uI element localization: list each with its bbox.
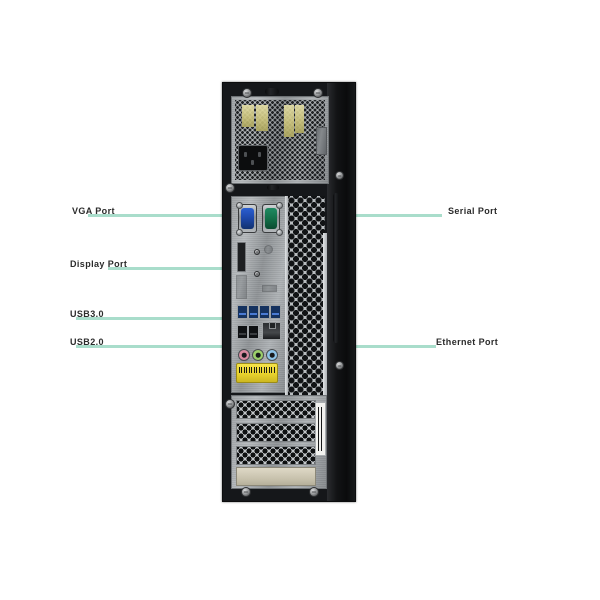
chassis-side-panel <box>327 83 355 501</box>
leader-line-ethernet-port <box>278 345 436 348</box>
audio-jack-mic <box>238 349 250 361</box>
expansion-screw-top-left <box>225 399 235 409</box>
vent-right-divider <box>323 233 327 463</box>
pc-chassis <box>222 82 356 502</box>
audio-jack-linein <box>266 349 278 361</box>
io-panel-blank-a <box>236 275 247 299</box>
serial-port-connector <box>262 202 283 236</box>
label-usb-2-0: USB2.0 <box>70 337 104 347</box>
psu-capacitor-left <box>242 105 254 127</box>
usb-3-0-port-3 <box>259 305 270 319</box>
label-usb-3-0: USB3.0 <box>70 309 104 319</box>
psu-screw-top-right <box>313 88 323 98</box>
usb-3-0-port-1 <box>237 305 248 319</box>
chassis-screw-bottom-left <box>241 487 251 497</box>
psu-label-strip <box>316 127 327 155</box>
expansion-slot-bay <box>231 395 327 489</box>
psu-capacitor-right <box>284 105 294 137</box>
expansion-slot-cover-3 <box>236 446 316 465</box>
asset-barcode-label <box>315 402 326 456</box>
psu-screw-top-left <box>242 88 252 98</box>
psu-capacitor-left-2 <box>256 105 268 131</box>
side-screw-top <box>335 171 344 180</box>
service-sticker-barcode <box>239 367 275 373</box>
display-port-connector <box>237 242 246 272</box>
psu-bottom-tab <box>267 185 279 190</box>
label-display-port: Display Port <box>70 259 128 269</box>
usb-2-0-port-1 <box>237 325 248 339</box>
expansion-slot-cover-1 <box>236 400 316 419</box>
expansion-slot-cover-2 <box>236 423 316 442</box>
usb-3-0-port-4 <box>270 305 281 319</box>
audio-jack-lineout <box>252 349 264 361</box>
asset-barcode-bars <box>318 407 323 451</box>
psu-top-handle <box>265 88 279 95</box>
label-vga-port: VGA Port <box>72 206 115 216</box>
io-panel-emblem <box>264 245 273 254</box>
io-panel-standoff-b <box>254 271 260 277</box>
io-panel-marking <box>262 285 277 292</box>
io-shield-divider <box>285 196 288 458</box>
service-sticker <box>236 363 278 383</box>
power-inlet-c14 <box>238 145 268 171</box>
vga-port-connector <box>236 202 257 236</box>
leader-line-display-port <box>108 267 236 270</box>
leader-line-usb-2-0 <box>76 345 246 348</box>
label-ethernet-port: Ethernet Port <box>436 337 499 347</box>
chassis-side-grip <box>333 193 339 343</box>
psu-screw-bottom-left <box>225 183 235 193</box>
side-screw-bottom <box>335 361 344 370</box>
leader-line-usb-3-0 <box>76 317 244 320</box>
usb-3-0-port-2 <box>248 305 259 319</box>
leader-line-vga-port <box>88 214 236 217</box>
psu-panel <box>231 96 329 184</box>
usb-2-0-port-2 <box>248 325 259 339</box>
chassis-screw-bottom-right <box>309 487 319 497</box>
leader-line-serial-port <box>272 214 442 217</box>
io-panel <box>231 196 287 393</box>
io-panel-standoff-a <box>254 249 260 255</box>
label-serial-port: Serial Port <box>448 206 498 216</box>
expansion-slot-blank-plate <box>236 467 316 486</box>
psu-capacitor-right-2 <box>295 105 304 133</box>
ethernet-port-connector <box>262 322 281 340</box>
